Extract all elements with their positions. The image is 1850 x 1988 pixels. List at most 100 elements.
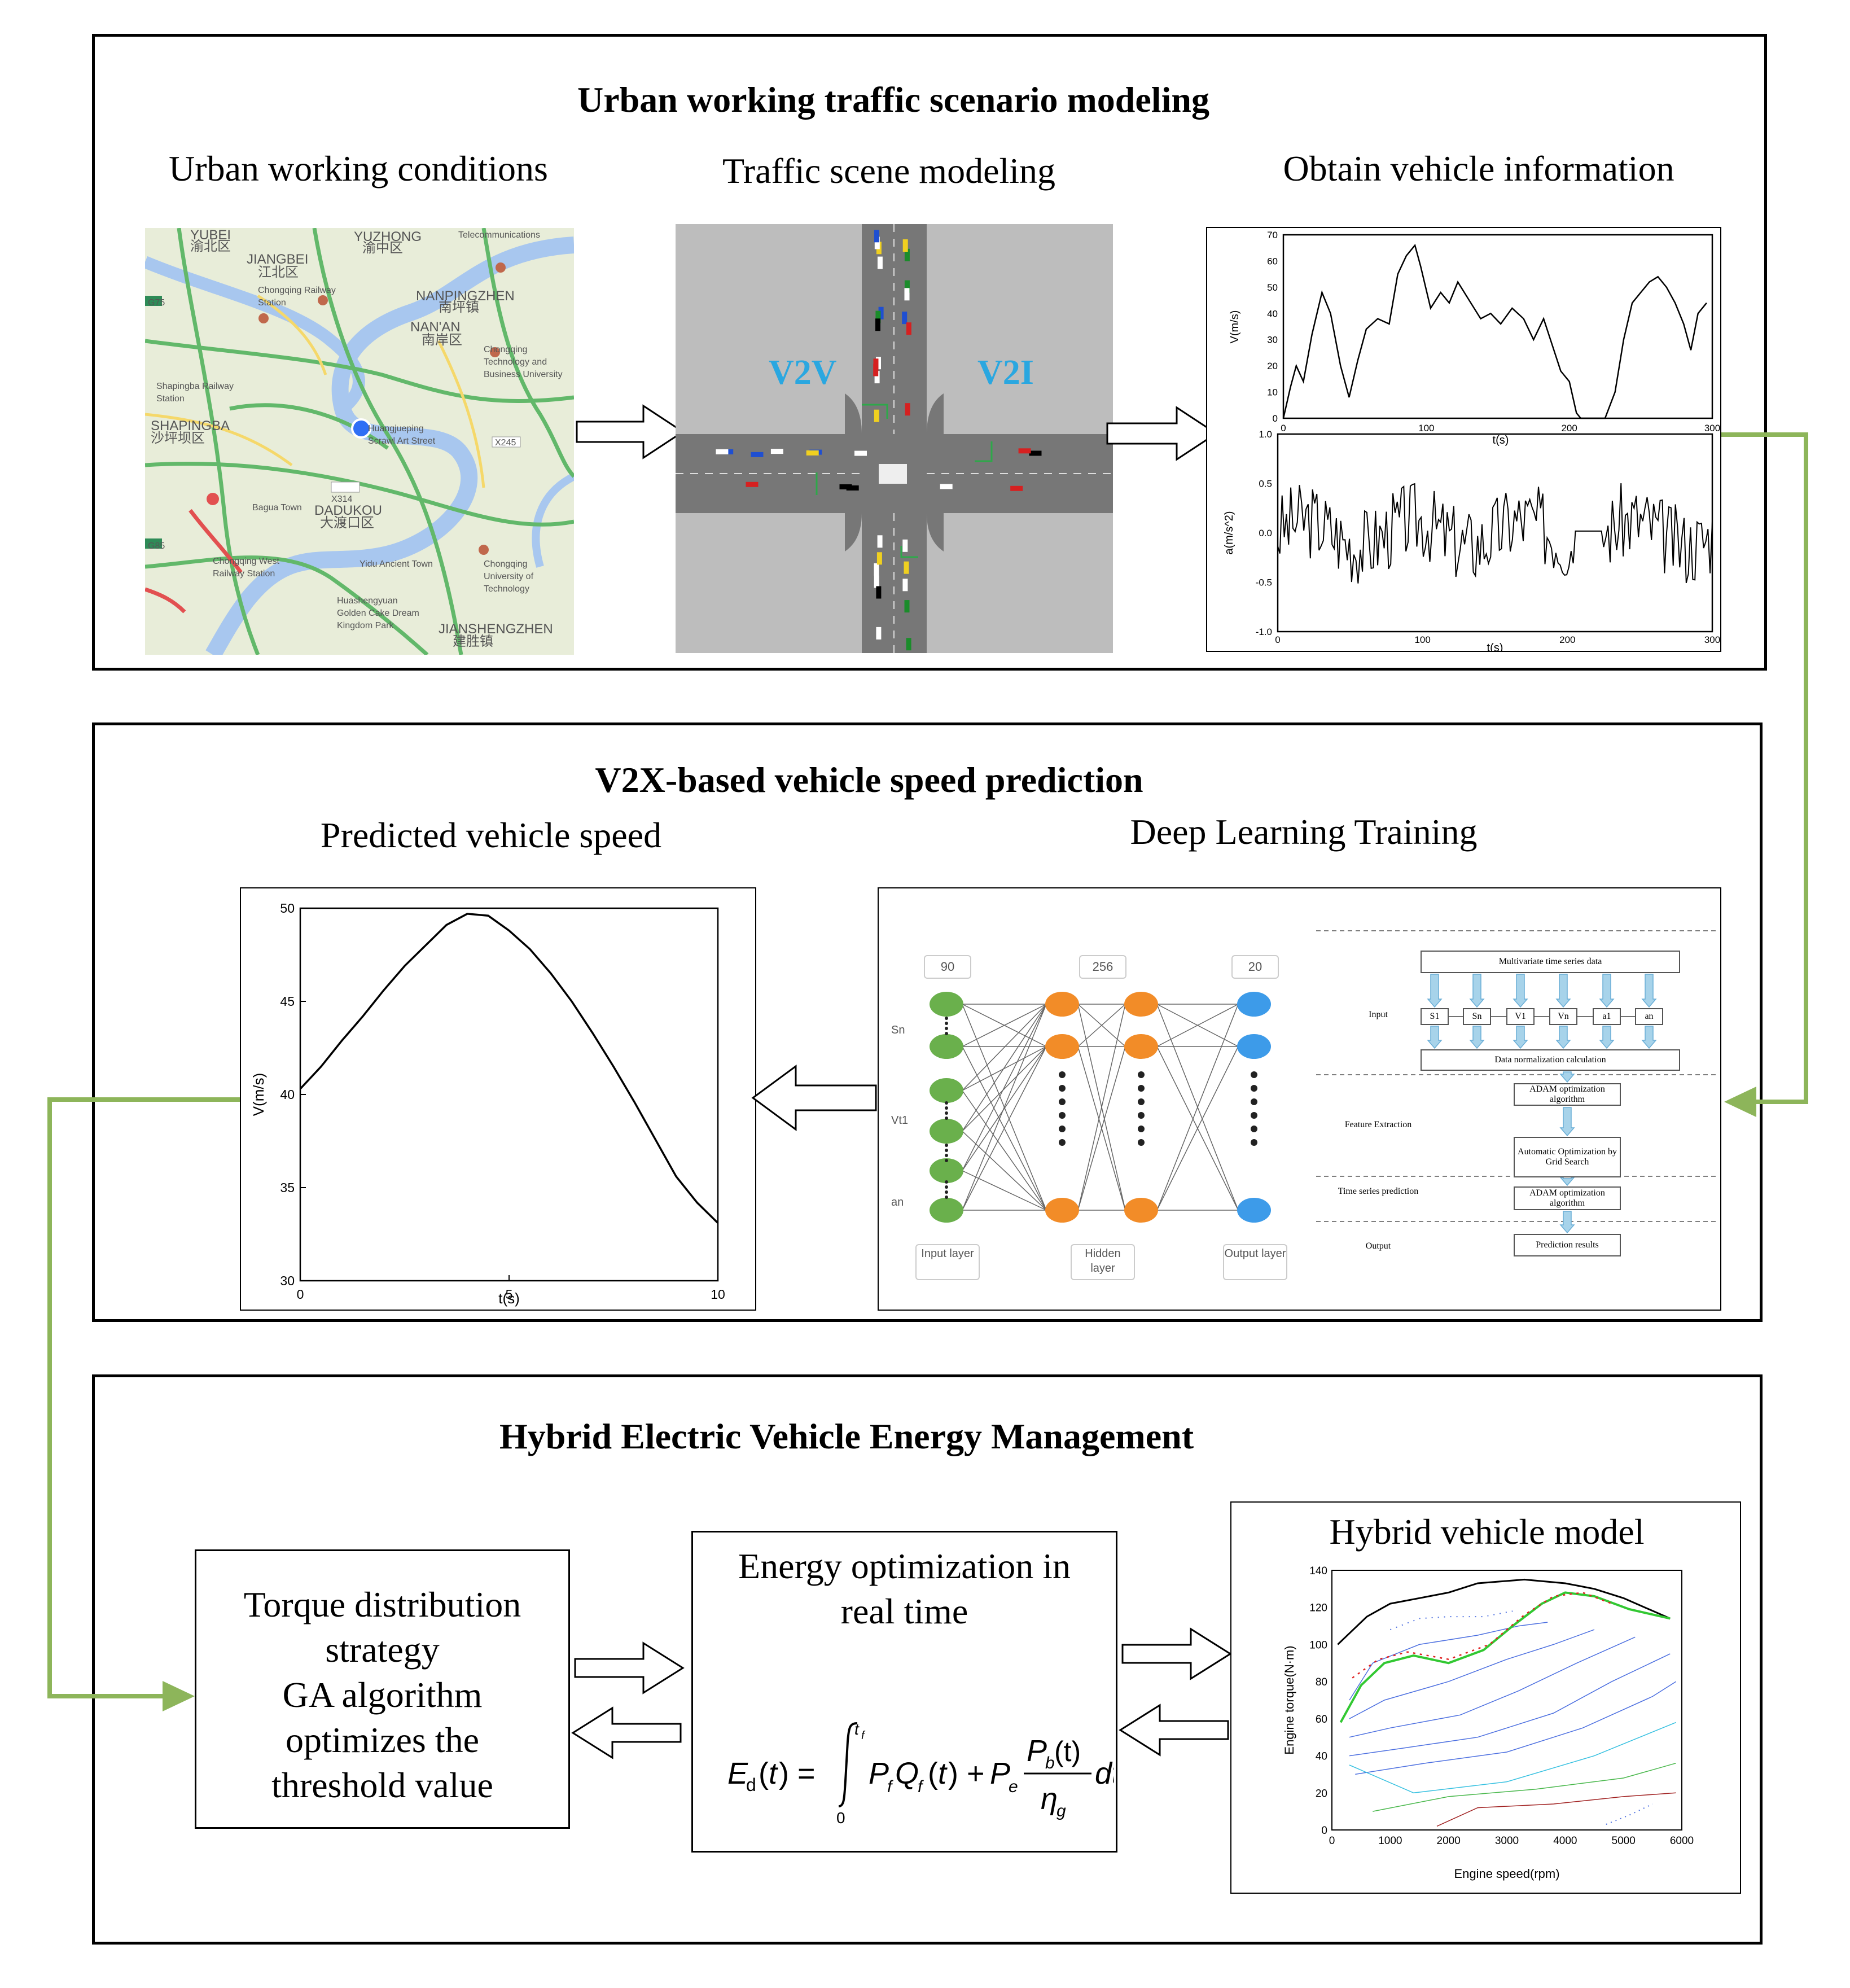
nn-layer-count: 90 [924,955,971,979]
svg-text:f: f [861,1729,866,1742]
map-label: G75 [148,298,165,308]
nn-node [930,1119,963,1144]
map-label: NAN'AN [410,319,461,335]
map-label: Telecommunications [458,230,540,240]
nn-input-label: an [891,1196,904,1208]
nn-node [1124,992,1158,1017]
map-label: 渝北区 [190,239,231,254]
arrow-scene-to-info [1106,406,1218,461]
speed-y-tick: 10 [1267,387,1278,398]
svg-text:E: E [727,1757,748,1790]
vehicle-marker [874,409,879,422]
svg-text:g: g [1056,1802,1066,1820]
vehicle-marker [902,539,908,552]
engine-y-tick: 40 [1316,1751,1327,1763]
pred-y-label: V(m/s) [250,1073,267,1116]
svg-text:) =: ) = [779,1757,816,1790]
speed-y-tick: 60 [1267,256,1278,266]
torque-text-line: Torque distribution [243,1584,521,1624]
flow-normalize-box: Data normalization calculation [1421,1049,1680,1071]
vehicle-marker [904,600,910,613]
svg-text:(: ( [759,1757,769,1790]
urban-conditions-label: Urban working conditions [169,148,548,189]
map-label: 大渡口区 [320,515,374,531]
vehicle-marker [854,450,867,456]
svg-text:η: η [1041,1782,1058,1816]
vehicle-marker [874,371,880,384]
vehicle-marker [1018,448,1031,454]
vehicle-marker [904,248,910,261]
svg-text:0: 0 [836,1809,845,1827]
acc-x-tick: 0 [1275,634,1280,645]
flow-stage-label: Output [1365,1241,1391,1251]
map-label: Yidu Ancient Town [360,559,433,569]
nn-node [1045,1198,1079,1223]
nn-node [930,992,963,1017]
vehicle-marker [877,256,883,269]
flow-input-box: V1 [1506,1008,1535,1025]
engine-x-tick: 1000 [1378,1835,1402,1847]
hybrid-model-title: Hybrid vehicle model [1329,1512,1645,1552]
energy-text-line: Energy optimization in [738,1546,1071,1586]
engine-y-tick: 0 [1321,1825,1327,1837]
torque-text-line: optimizes the [285,1720,480,1760]
pred-y-tick: 35 [280,1180,295,1195]
vehicle-marker [902,579,908,592]
vehicle-marker [874,230,879,243]
svg-text:f: f [887,1777,893,1796]
vehicle-marker [839,484,852,489]
traffic-scene: V2V V2I [676,224,1113,653]
predicted-speed-line [299,913,719,1224]
acc-y-tick: 0.0 [1259,528,1272,538]
arrow-model-to-energy [1119,1704,1229,1757]
map-label: 沙坪坝区 [151,431,205,446]
vehicle-marker [906,638,911,651]
acc-axis-label: a(m/s^2) [1223,511,1235,554]
map-label: Chongqing West Railway Station [213,557,279,579]
engine-y-tick: 80 [1316,1676,1327,1688]
torque-text-line: GA algorithm [282,1675,483,1715]
flow-adam-box: ADAM optimization algorithm [1514,1083,1621,1106]
flow-input-box: a1 [1593,1008,1621,1025]
pred-x-label: t(s) [498,1290,520,1307]
vehicle-marker [905,403,910,416]
nn-input-label: Sn [891,1024,905,1036]
vehicle-marker [874,237,880,249]
predicted-speed-label: Predicted vehicle speed [320,815,662,855]
svg-text:) +: ) + [948,1757,985,1790]
map-label: 南岸区 [422,332,462,348]
map-label: JIANGBEI [247,252,309,267]
engine-x-label: Engine speed(rpm) [1454,1867,1559,1881]
engine-x-tick: 6000 [1670,1835,1694,1847]
engine-y-tick: 100 [1309,1639,1327,1651]
pred-y-tick: 50 [280,901,295,916]
arrow-energy-to-torque [571,1706,682,1759]
vehicle-marker [874,563,879,576]
nn-node [930,1198,963,1223]
vehicle-marker [1029,450,1042,456]
acc-x-label: t(s) [1487,642,1503,651]
nn-layer-label: Input layer [915,1244,980,1280]
vehicle-marker [770,449,783,454]
speed-x-tick: 300 [1704,423,1720,433]
traffic-scene-label: Traffic scene modeling [722,151,1056,191]
map-label: Shapingba Railway Station [156,382,234,404]
energy-equation: E d ( t ) = t f 0 P f Q f ( t ) + P e P … [727,1720,1114,1827]
acc-y-tick: 1.0 [1259,429,1272,440]
map-label: NANPINGZHEN [416,288,515,304]
svg-text:(t): (t) [1054,1736,1081,1767]
engine-x-tick: 4000 [1553,1835,1577,1847]
pred-y-tick: 30 [280,1273,295,1288]
vehicle-marker [876,586,882,599]
section-energy-title: Hybrid Electric Vehicle Energy Managemen… [499,1416,1194,1456]
map-label: 建胜镇 [453,634,493,649]
vehicle-marker [746,481,759,487]
svg-text:b: b [1045,1754,1055,1772]
acc-x-tick: 300 [1704,634,1720,645]
speed-y-tick: 50 [1267,282,1278,293]
